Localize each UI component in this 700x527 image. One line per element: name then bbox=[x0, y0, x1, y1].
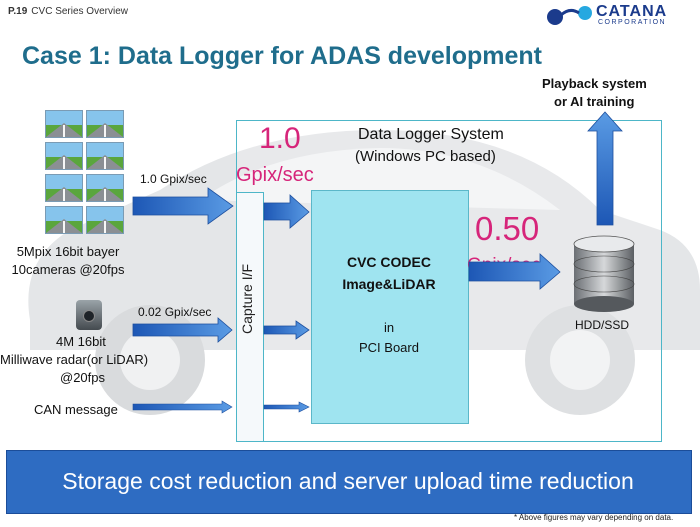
footnote: * Above figures may vary depending on da… bbox=[514, 513, 674, 522]
arrow-right-icon bbox=[263, 194, 310, 229]
playback-label-line1: Playback system bbox=[542, 76, 647, 91]
codec-title: CVC CODEC bbox=[346, 254, 431, 270]
can-message-label: CAN message bbox=[34, 402, 118, 417]
camera-thumbnail-icon bbox=[45, 174, 83, 202]
system-subtitle: (Windows PC based) bbox=[355, 148, 496, 165]
radar-desc-line2: Milliwave radar(or LiDAR) bbox=[0, 352, 149, 367]
camera-desc-line1: 5Mpix 16bit bayer bbox=[16, 244, 120, 259]
section-title: CVC Series Overview bbox=[31, 6, 128, 17]
arrow-right-icon bbox=[132, 400, 233, 414]
input-rate-unit: Gpix/sec bbox=[236, 164, 314, 186]
arrow-right-icon bbox=[132, 187, 234, 225]
camera-thumbnail-icon bbox=[86, 174, 124, 202]
storage-label: HDD/SSD bbox=[575, 318, 630, 332]
arrow-right-icon bbox=[132, 317, 233, 343]
arrow-right-icon bbox=[263, 320, 310, 340]
page-number: P.19 bbox=[8, 6, 28, 17]
database-icon bbox=[573, 235, 635, 312]
radar-desc-line3: @20fps bbox=[60, 370, 105, 385]
arrow-up-icon bbox=[587, 111, 623, 226]
catana-logo-icon bbox=[547, 6, 592, 25]
codec-subtitle: Image&LiDAR bbox=[342, 276, 436, 292]
camera-thumbnail-icon bbox=[45, 142, 83, 170]
logo-name: CATANA bbox=[596, 3, 668, 20]
camera-thumbnail-icon bbox=[86, 206, 124, 234]
system-title: Data Logger System bbox=[358, 126, 504, 143]
camera-thumbnail-icon bbox=[86, 110, 124, 138]
codec-in: in bbox=[383, 320, 395, 335]
summary-banner bbox=[6, 450, 692, 514]
logo-subtitle: CORPORATION bbox=[598, 19, 667, 26]
radar-rate-label: 0.02 Gpix/sec bbox=[138, 305, 212, 319]
radar-desc-line1: 4M 16bit bbox=[56, 334, 106, 349]
arrow-right-icon bbox=[468, 253, 561, 290]
camera-rate-label: 1.0 Gpix/sec bbox=[140, 172, 207, 186]
capture-interface-box bbox=[236, 192, 264, 442]
radar-lens bbox=[83, 310, 95, 322]
camera-desc-line2: 10cameras @20fps bbox=[11, 262, 125, 277]
camera-thumbnail-icon bbox=[45, 110, 83, 138]
summary-banner-text: Storage cost reduction and server upload… bbox=[62, 468, 634, 494]
arrow-right-icon bbox=[263, 401, 310, 413]
codec-board: PCI Board bbox=[359, 340, 419, 355]
camera-thumbnail-icon bbox=[86, 142, 124, 170]
codec-box bbox=[311, 190, 469, 424]
slide-title: Case 1: Data Logger for ADAS development bbox=[22, 42, 543, 70]
playback-label-line2: or AI training bbox=[554, 94, 635, 109]
output-rate-value: 0.50 bbox=[475, 210, 540, 247]
input-rate-value: 1.0 bbox=[259, 122, 301, 155]
camera-thumbnail-icon bbox=[45, 206, 83, 234]
